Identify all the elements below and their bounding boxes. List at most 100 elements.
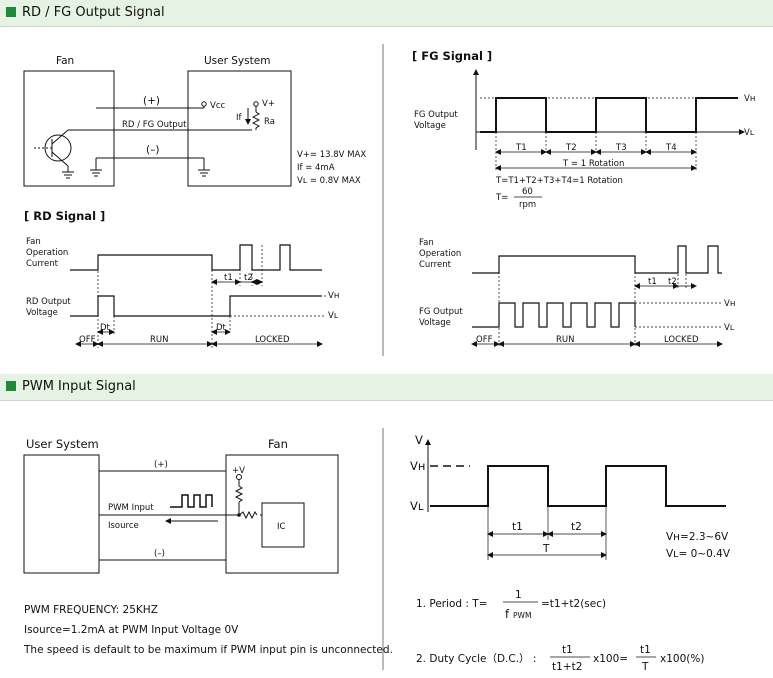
fg2-locked-label: LOCKED (664, 335, 699, 345)
fan-box (23, 70, 115, 187)
fg2-vl-label: Vʟ (724, 323, 735, 333)
fan-box (225, 454, 339, 574)
series-resistor-icon (238, 510, 258, 520)
duty-label: 2. Duty Cycle（D.C.） : (416, 653, 536, 665)
default-speed-note: The speed is default to be maximum if PW… (24, 644, 393, 656)
rd-signal-waveform (70, 244, 322, 317)
section-title: PWM Input Signal (22, 379, 136, 394)
fg-t1-label: T1 (515, 143, 527, 153)
period-denominator: f (505, 607, 510, 621)
transistor-symbol (44, 134, 72, 162)
fg2-vh-label: Vʜ (724, 299, 735, 309)
vplus-terminal-icon (253, 101, 259, 107)
fg-t3-label: T3 (615, 143, 627, 153)
fg-t2-label: T2 (565, 143, 577, 153)
duty-numerator: t1 (562, 644, 573, 656)
fg-numerator: 60 (522, 187, 533, 197)
pwm-t2-label: t2 (571, 521, 582, 533)
fan-operation-label: Operation (419, 249, 461, 259)
pwm-input-label: PWM Input (108, 503, 154, 513)
fan-operation-label: Operation (26, 248, 68, 258)
ic-box (261, 502, 305, 548)
vl-range-label: Vʟ= 0~0.4V (666, 548, 731, 560)
plus-label: (+) (154, 460, 168, 470)
fg2-t2-label: t2 (668, 277, 677, 287)
fg-guide-lines (480, 97, 740, 170)
vplus-terminal-icon (236, 474, 242, 480)
period-numerator: 1 (515, 589, 522, 601)
isource-note: Isource=1.2mA at PWM Input Voltage 0V (24, 624, 239, 636)
fan-operation-label: Fan (26, 237, 41, 247)
pwm-dimension-arrows (487, 531, 607, 558)
fan-operation-label: Current (26, 259, 59, 269)
minus-label: (–) (154, 549, 165, 559)
pwm-input-circuit (23, 454, 339, 574)
fan-label: Fan (268, 437, 288, 451)
fg2-run-label: RUN (556, 335, 575, 345)
fg-output-label: FG Output (414, 110, 458, 120)
rd-off-label: OFF (79, 335, 96, 345)
fg-rotation-label: T = 1 Rotation (562, 159, 624, 169)
ra-label: Ra (264, 117, 275, 127)
spec-vl: Vʟ = 0.8V MAX (297, 176, 361, 186)
duty-numerator-2: t1 (640, 644, 651, 656)
fg2-waveform (472, 245, 722, 328)
vplus-label: +V (232, 466, 245, 476)
fg-denominator: rpm (519, 200, 536, 210)
fg-output-label: Voltage (419, 318, 451, 328)
fan-operation-label: Fan (419, 238, 434, 248)
pullup-resistor-icon (234, 485, 244, 503)
vcc-label: Vcc (210, 101, 225, 111)
pwm-frequency-note: PWM FREQUENCY: 25KHZ (24, 604, 158, 616)
section-header-rd-fg: RD / FG Output Signal (0, 0, 773, 27)
period-label: 1. Period : T= (416, 598, 488, 610)
fg2-guide-lines (498, 246, 722, 348)
user-system-label: User System (26, 437, 99, 451)
rd-output-label: RD Output (26, 297, 71, 307)
vh-range-label: Vʜ=2.3~6V (666, 531, 729, 543)
spec-if: If = 4mA (297, 163, 335, 173)
duty-end: x100(%) (660, 653, 704, 665)
fg-dimension-arrows (495, 149, 697, 171)
fg2-t1-label: t1 (648, 277, 657, 287)
pwm-T-label: T (542, 543, 550, 555)
pwm-t1-label: t1 (512, 521, 523, 533)
fg-output-label: FG Output (419, 307, 463, 317)
minus-label: (–) (146, 144, 159, 156)
rd-dt-label: Dt (216, 323, 227, 333)
rd-dt-label: Dt (100, 323, 111, 333)
ic-label: IC (277, 522, 286, 532)
v-axis-label: V (415, 433, 423, 447)
user-system-box (187, 70, 292, 187)
vcc-terminal-icon (201, 101, 207, 107)
rd-signal-title: [ RD Signal ] (24, 209, 105, 223)
resistor-ra-icon (251, 111, 261, 129)
section-title: RD / FG Output Signal (22, 5, 165, 20)
duty-denominator-2: T (641, 661, 649, 673)
vplus-label: V+ (262, 99, 275, 109)
fg-t4-label: T4 (665, 143, 677, 153)
rd-output-label: Voltage (26, 308, 58, 318)
user-system-box (23, 454, 100, 574)
fg-vh-label: Vʜ (744, 94, 755, 104)
rd-t2-label: t2 (244, 273, 253, 283)
pwm-vh-label: Vʜ (410, 459, 425, 473)
rd-fg-output-label: RD / FG Output (122, 120, 187, 130)
section-header-pwm: PWM Input Signal (0, 374, 773, 401)
junction-dot (237, 513, 241, 517)
fg-sum-formula: T=T1+T2+T3+T4=1 Rotation (495, 176, 623, 186)
plus-label: (+) (143, 95, 160, 107)
pwm-waveform (425, 439, 726, 512)
rd-t1-label: t1 (224, 273, 233, 283)
fg-signal-title: [ FG Signal ] (412, 49, 492, 63)
fan-operation-label: Current (419, 260, 452, 270)
fg-signal-waveform (473, 69, 745, 150)
pwm-pulse-icon (170, 494, 213, 508)
rd-vl-label: Vʟ (328, 311, 339, 321)
fg-vl-label: Vʟ (744, 128, 755, 138)
user-system-label: User System (204, 55, 270, 67)
rd-run-label: RUN (150, 335, 169, 345)
fg-t-eq: T= (495, 193, 508, 203)
section-marker-icon (6, 381, 16, 391)
